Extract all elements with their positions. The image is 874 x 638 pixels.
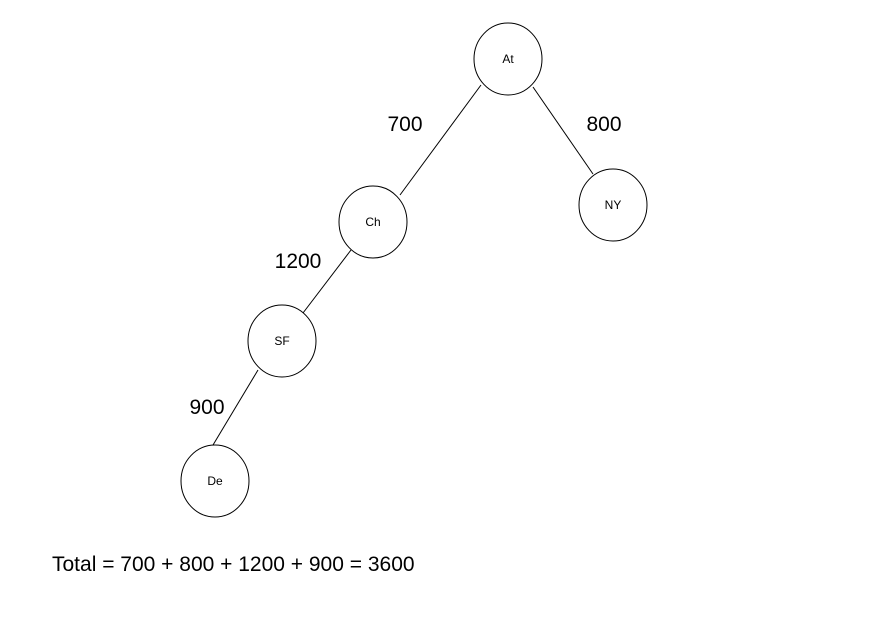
edge-weight-ch-sf: 1200: [275, 250, 322, 273]
node-label-ch: Ch: [365, 215, 380, 229]
node-at: At: [473, 22, 543, 96]
node-circle-ny: [578, 168, 648, 242]
node-ch: Ch: [338, 185, 408, 259]
node-sf: SF: [247, 304, 317, 378]
edge-weight-at-ny: 800: [586, 113, 621, 136]
edge-sf-de: [212, 369, 259, 446]
node-circle-at: [473, 22, 543, 96]
node-circle-sf: [247, 304, 317, 378]
node-circle-de: [180, 444, 250, 518]
edge-weight-at-ch: 700: [387, 113, 422, 136]
node-circle-ch: [338, 185, 408, 259]
edge-ch-sf: [302, 249, 352, 314]
edge-at-ch: [399, 84, 482, 196]
node-label-sf: SF: [274, 334, 289, 348]
node-de: De: [180, 444, 250, 518]
edge-labels-layer: 700 800 1200 900: [189, 113, 621, 419]
node-label-de: De: [207, 474, 223, 488]
node-label-at: At: [502, 52, 514, 66]
edge-at-ny: [532, 86, 594, 175]
edges-layer: [212, 84, 594, 446]
node-label-ny: NY: [605, 198, 622, 212]
edge-weight-sf-de: 900: [189, 396, 224, 419]
node-ny: NY: [578, 168, 648, 242]
total-equation: Total = 700 + 800 + 1200 + 900 = 3600: [52, 553, 415, 576]
